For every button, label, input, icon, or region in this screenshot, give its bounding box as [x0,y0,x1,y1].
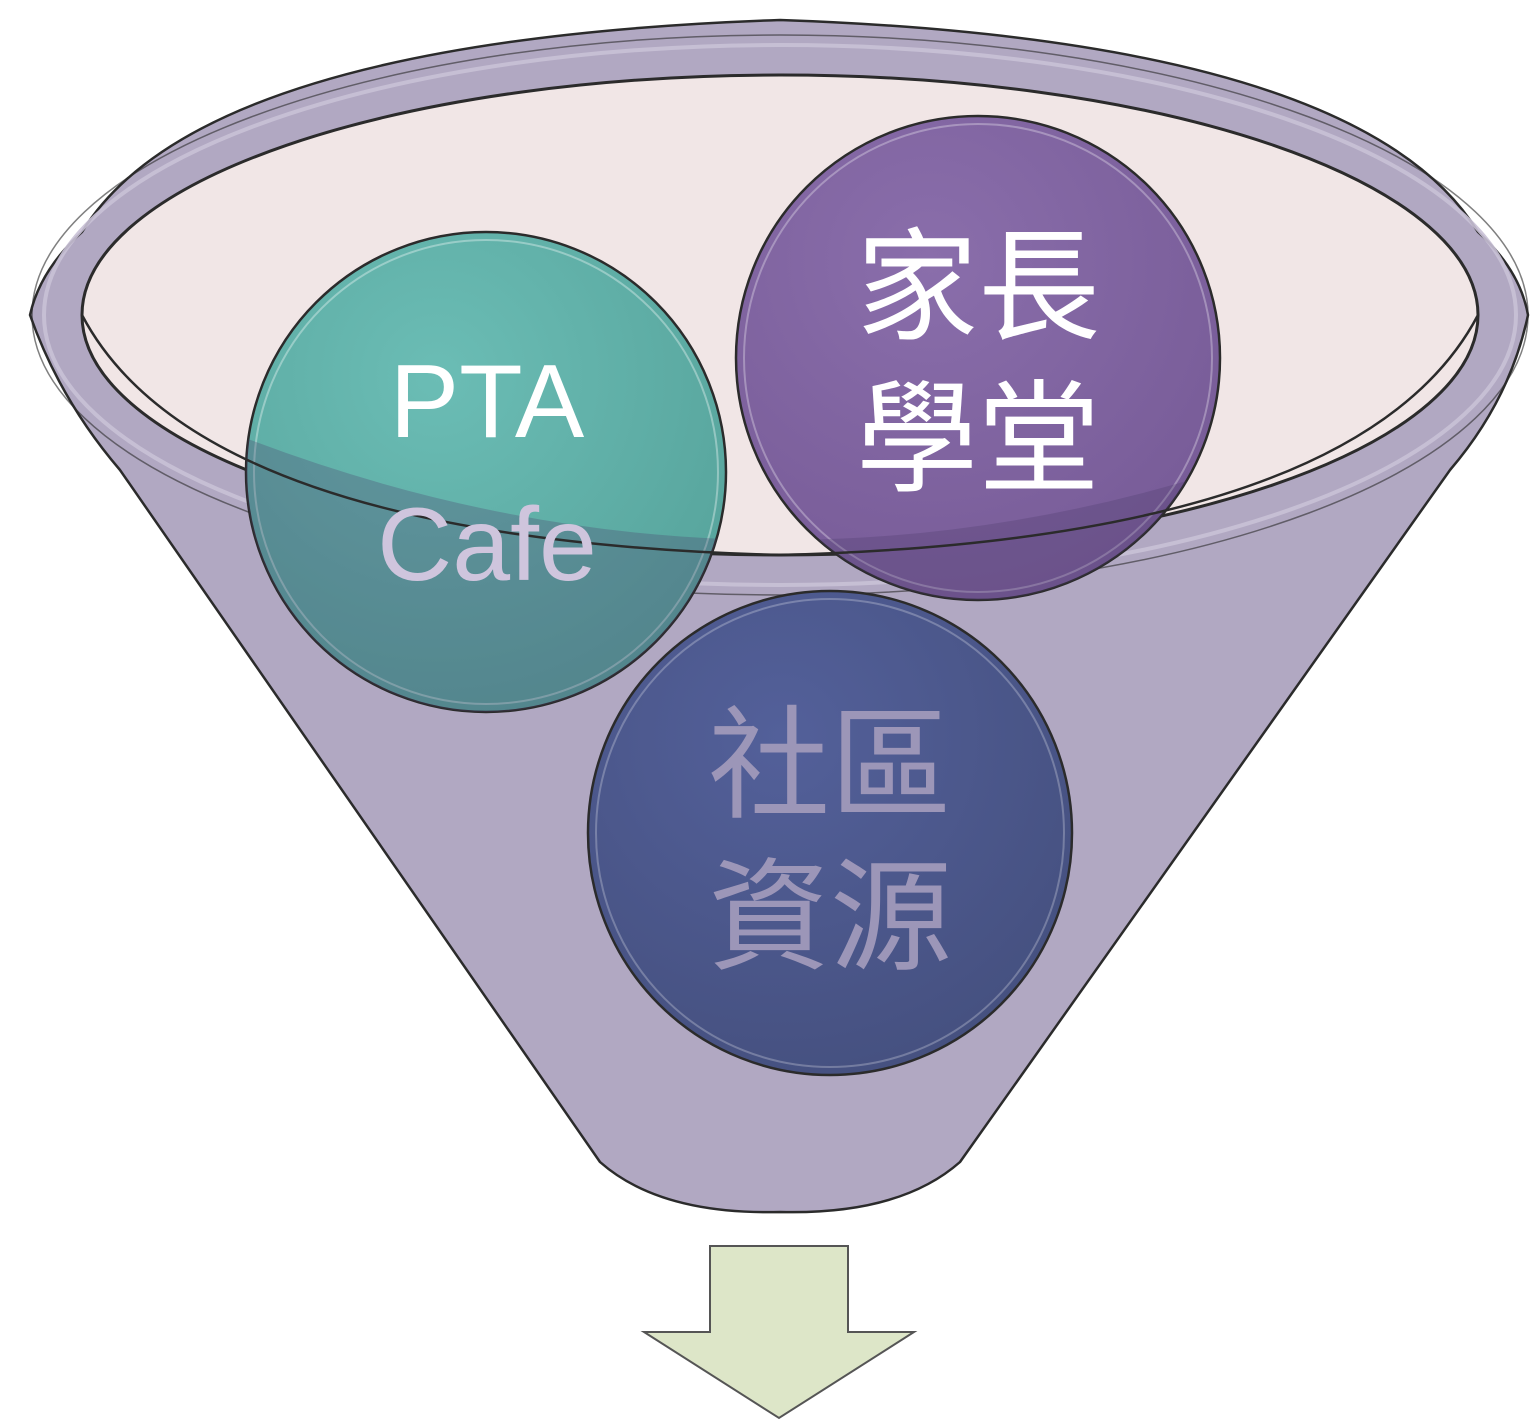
funnel-rim-front [80,314,1480,557]
item-circle-community-resources [586,589,1074,1077]
item-label-parent-line1: 家長 [856,217,1100,359]
item-label-community-line1: 社區 [708,695,952,837]
item-circle-pta-cafe [244,230,728,714]
item-circle-parent-school [734,114,1222,602]
down-arrow-icon [640,1245,918,1420]
item-label-community-line2: 資源 [708,847,952,989]
item-label-pta-line2: Cafe [377,487,597,603]
item-label-parent-line2: 學堂 [856,369,1100,511]
item-label-pta-line1: PTA [390,344,585,460]
funnel-rim-outer [42,43,1518,587]
